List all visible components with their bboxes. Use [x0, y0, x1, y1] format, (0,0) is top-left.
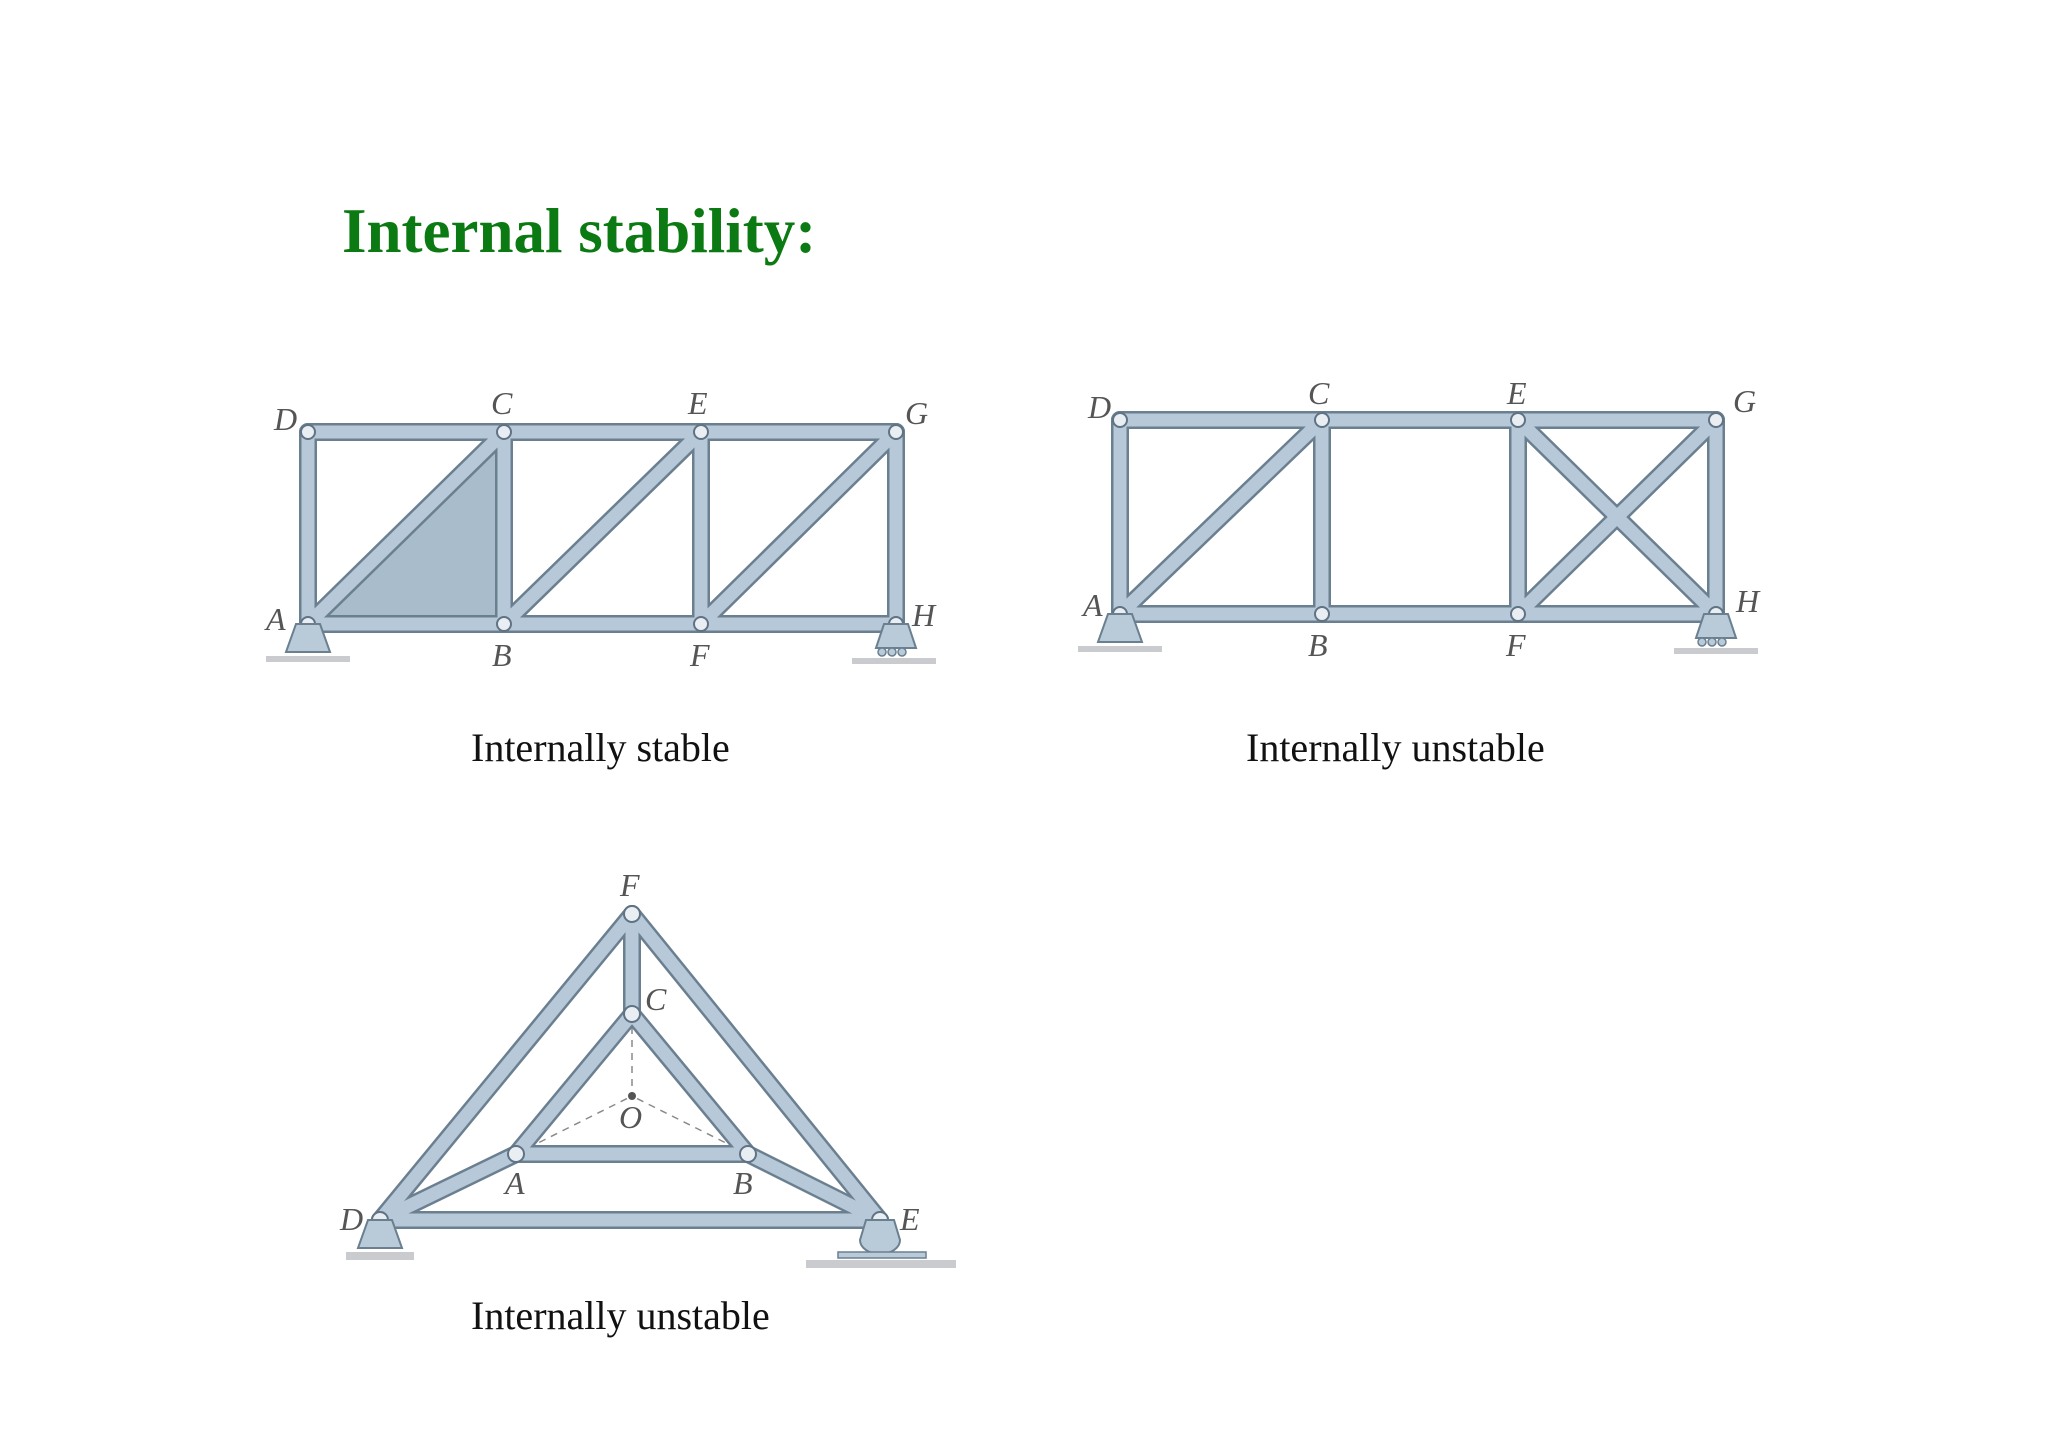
truss-stable-labels: D C E G A B F H: [264, 385, 937, 673]
joint-label: H: [1735, 583, 1761, 619]
truss-triangle-labels: F C O A B D E: [339, 867, 920, 1237]
joint-label: G: [905, 395, 928, 431]
joint-label: B: [492, 637, 512, 673]
truss-unstable-rect-labels: D C E G A B F H: [1081, 375, 1761, 663]
joint-label: F: [619, 867, 640, 903]
joint-label: E: [1506, 375, 1527, 411]
roller-support-h: [852, 623, 936, 664]
slide-title: Internal stability:: [342, 196, 817, 266]
center-point-o: [628, 1092, 636, 1100]
joint-label: B: [1308, 627, 1328, 663]
joint-label: F: [1505, 627, 1526, 663]
caption-stable: Internally stable: [471, 725, 730, 770]
truss-unstable-rect-joints: [1112, 412, 1724, 622]
joint-label: F: [689, 637, 710, 673]
joint-label: H: [911, 597, 937, 633]
joint-label: O: [619, 1099, 642, 1135]
pin-support-a: [266, 623, 350, 662]
joint-label: C: [1308, 375, 1330, 411]
joint-label: G: [1733, 383, 1756, 419]
joint-label: C: [491, 385, 513, 421]
truss-stable-members: [299, 423, 905, 633]
truss-stable: D C E G A B F H: [264, 385, 937, 673]
roller-support-h: [1674, 613, 1758, 654]
joint-label: A: [1081, 587, 1103, 623]
pin-support-d: [346, 1219, 414, 1260]
joint-label: A: [503, 1165, 525, 1201]
pin-support-a: [1078, 613, 1162, 652]
truss-triangle-members: [371, 905, 889, 1229]
joint-label: E: [687, 385, 708, 421]
caption-unstable-rect: Internally unstable: [1246, 725, 1545, 770]
caption-unstable-triangle: Internally unstable: [471, 1293, 770, 1338]
joint-label: D: [1087, 389, 1111, 425]
truss-unstable-rect: D C E G A B F H: [1078, 375, 1761, 663]
joint-label: B: [733, 1165, 753, 1201]
rocker-support-e: [806, 1219, 956, 1268]
joint-label: D: [339, 1201, 363, 1237]
joint-label: A: [264, 601, 286, 637]
joint-label: D: [273, 401, 297, 437]
joint-label: E: [899, 1201, 920, 1237]
joint-label: C: [645, 981, 667, 1017]
truss-unstable-rect-members: [1111, 411, 1725, 623]
truss-unstable-triangle: F C O A B D E: [339, 867, 956, 1268]
